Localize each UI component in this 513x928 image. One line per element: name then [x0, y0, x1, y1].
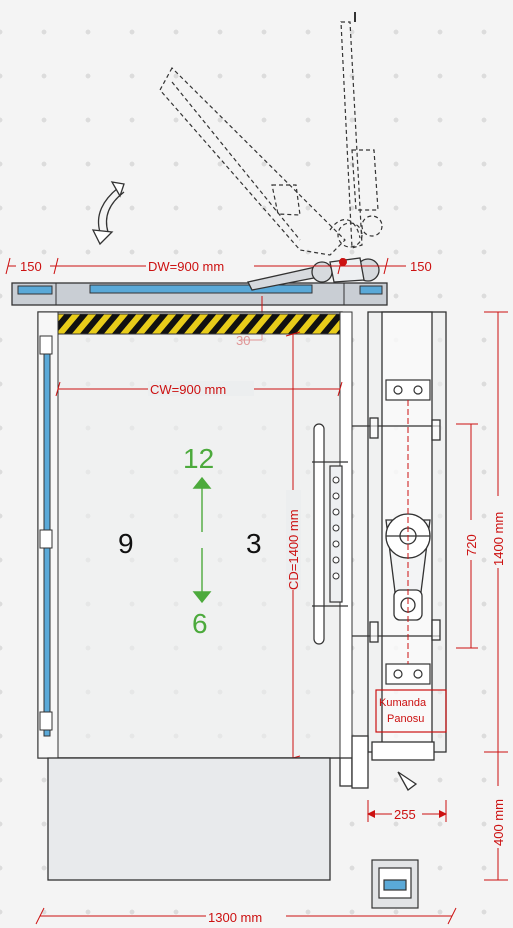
control-panel-box	[375, 689, 447, 733]
direction-12-label: 12	[183, 443, 214, 474]
door-side-left-label: 150	[20, 259, 42, 274]
rail-brackets	[385, 379, 431, 685]
direction-3-label: 3	[246, 528, 262, 559]
pit-depth-label: 400 mm	[491, 799, 506, 846]
control-panel-label-line2: Panosu	[387, 713, 424, 725]
cabin-width-label: CW=900 mm	[150, 382, 226, 397]
rail-distance-label: 720	[464, 534, 479, 556]
cabin	[37, 311, 353, 759]
dim-bg	[464, 520, 479, 560]
overall-width-label: 1300 mm	[208, 910, 262, 925]
dim-bg	[146, 258, 254, 273]
dim-bg	[16, 258, 50, 273]
landing-door-frame	[11, 282, 388, 306]
direction-6-label: 6	[192, 608, 208, 639]
door-operator	[247, 257, 380, 291]
machine-width-label: 255	[394, 807, 416, 822]
cop-buttons	[332, 476, 340, 580]
dim-bg	[206, 909, 286, 924]
pit-area	[47, 735, 435, 881]
dim-bg	[286, 490, 301, 590]
landing-call-station	[371, 859, 419, 909]
dim-bg	[406, 258, 440, 273]
cabin-depth-label: CD=1400 mm	[286, 509, 301, 590]
control-panel-label-line1: Kumanda	[379, 697, 427, 709]
direction-9-label: 9	[118, 528, 134, 559]
traction-machine	[385, 400, 431, 664]
door-swing-sketch	[159, 21, 383, 256]
car-operating-panel	[312, 423, 348, 645]
dim-bg	[148, 381, 254, 396]
dim-bg	[392, 806, 422, 821]
shaft-height-label: 1400 mm	[491, 512, 506, 566]
swing-direction-icon	[91, 181, 125, 246]
door-width-label: DW=900 mm	[148, 259, 224, 274]
dim-bg	[490, 786, 506, 848]
door-side-right-label: 150	[410, 259, 432, 274]
dim-bg	[490, 496, 506, 568]
direction-arrow-icon	[192, 476, 212, 604]
